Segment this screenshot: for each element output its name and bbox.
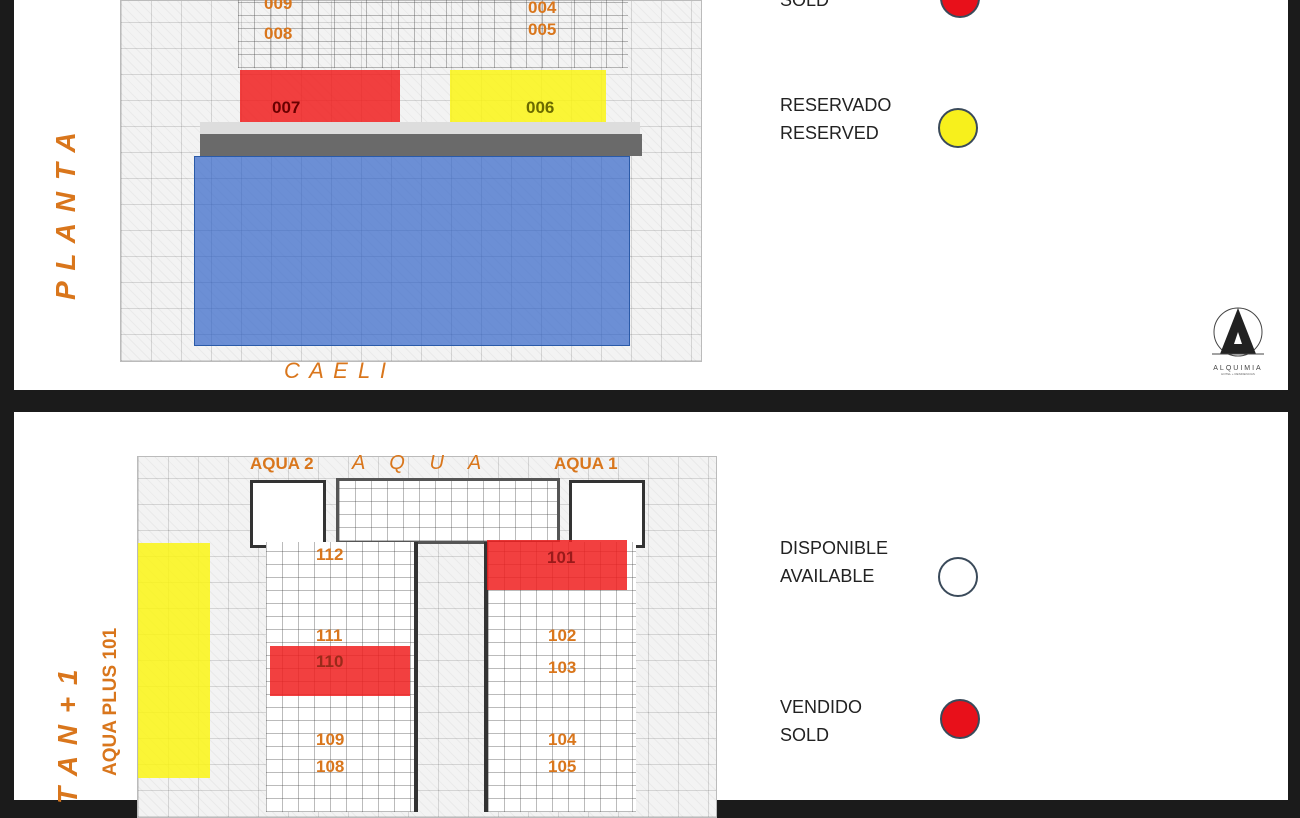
unit-004-label[interactable]: 004 <box>528 0 557 17</box>
unit-108-label[interactable]: 108 <box>316 757 345 776</box>
unit-101-label: 101 <box>547 548 576 567</box>
legend-text: SOLD <box>780 0 830 10</box>
legend-text-en: AVAILABLE <box>780 566 875 586</box>
unit-006-label: 006 <box>526 98 555 117</box>
unit-007-sold[interactable]: 007 <box>240 70 400 122</box>
unit-007-label: 007 <box>272 98 301 117</box>
logo-name: ALQUIMIA <box>1213 365 1263 372</box>
unit-103-label[interactable]: 103 <box>548 658 577 677</box>
unit-101-sold[interactable]: 101 <box>487 540 627 590</box>
unit-112-label[interactable]: 112 <box>316 545 344 564</box>
legend-text-es: DISPONIBLE <box>780 538 889 558</box>
legend-sold-label: VENDIDO SOLD <box>780 693 862 749</box>
vertical-title: P L A N T A <box>50 130 81 300</box>
logo-subtitle: HOTEL + RESIDENCIAS <box>1221 372 1255 376</box>
unit-006-reserved[interactable]: 006 <box>450 70 606 122</box>
legend-text-es: RESERVADO <box>780 95 892 115</box>
first-floor-plan-panel: T A N + 1 AQUA PLUS 101 AQUA 2 A Q U A A… <box>14 412 1288 818</box>
aqua-2-block <box>250 480 326 548</box>
corridor <box>200 122 640 134</box>
corridor <box>200 134 642 156</box>
unit-105-label[interactable]: 105 <box>548 757 577 776</box>
unit-110-sold[interactable] <box>270 646 410 696</box>
legend-sold-label: SOLD <box>780 0 829 14</box>
legend-sold-dot <box>940 699 980 739</box>
aqua-pool-block <box>336 478 560 544</box>
aqua-plus-101-label: AQUA PLUS 101 <box>100 627 121 776</box>
plan-caption: C A E L I <box>284 358 389 383</box>
legend-text-en: SOLD <box>780 725 830 745</box>
legend-available-label: DISPONIBLE AVAILABLE <box>780 534 888 590</box>
unit-104-label[interactable]: 104 <box>548 730 577 749</box>
top-floor-plan-panel: P L A N T A 009 008 004 005 007 006 C A … <box>14 0 1288 390</box>
aqua-plus-101-reserved[interactable] <box>138 543 210 778</box>
header-aqua-2: AQUA 2 <box>250 454 314 473</box>
unit-008-label[interactable]: 008 <box>264 24 293 43</box>
legend-available-dot <box>938 557 978 597</box>
legend-reserved-label: RESERVADO RESERVED <box>780 91 891 147</box>
unit-110-label[interactable]: 110 <box>316 652 344 671</box>
legend-text-es: VENDIDO <box>780 697 863 717</box>
legend-reserved-dot <box>938 108 978 148</box>
header-aqua: A Q U A <box>352 452 484 474</box>
room-grid <box>238 0 628 68</box>
aqua-1-block <box>569 480 645 548</box>
header-aqua-1: AQUA 1 <box>554 454 618 473</box>
legend-text-en: RESERVED <box>780 123 879 143</box>
alquimia-logo: ALQUIMIA HOTEL + RESIDENCIAS <box>1208 304 1268 376</box>
legend-sold-dot <box>940 0 980 18</box>
unit-109-label[interactable]: 109 <box>316 730 345 749</box>
vertical-title: T A N + 1 <box>52 667 83 804</box>
unit-009-label[interactable]: 009 <box>264 0 293 13</box>
unit-111-label[interactable]: 111 <box>316 626 343 645</box>
unit-102-label[interactable]: 102 <box>548 626 577 645</box>
unit-005-label[interactable]: 005 <box>528 20 557 39</box>
restaurant-area[interactable] <box>194 156 630 346</box>
